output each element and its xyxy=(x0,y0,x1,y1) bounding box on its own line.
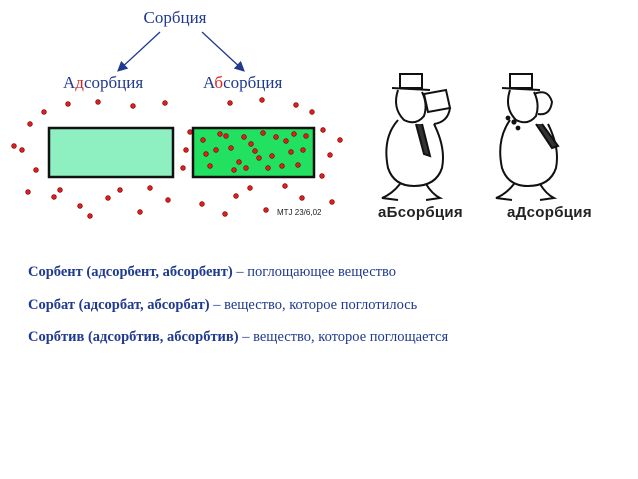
absorption-cartoon xyxy=(381,73,452,201)
particle xyxy=(87,213,93,219)
particle xyxy=(319,173,325,179)
particle xyxy=(165,197,171,203)
adsorption-cartoon xyxy=(495,73,560,201)
arrow-right xyxy=(201,31,245,72)
particle xyxy=(137,209,143,215)
definition-term: Сорбтив (адсорбтив, абсорбтив) xyxy=(28,329,239,345)
particle xyxy=(77,203,83,209)
particle xyxy=(299,195,305,201)
particle xyxy=(105,195,111,201)
particle xyxy=(183,147,189,153)
particle xyxy=(199,201,205,207)
surrounding-particles xyxy=(11,97,343,219)
particle xyxy=(291,131,297,137)
absorbed-particles xyxy=(200,130,309,173)
particle xyxy=(329,199,335,205)
particle xyxy=(25,189,31,195)
particle xyxy=(269,153,275,159)
particle xyxy=(260,130,266,136)
particle xyxy=(200,137,206,143)
particle xyxy=(228,145,234,151)
particle xyxy=(327,152,333,158)
particle xyxy=(147,185,153,191)
definition-term: Сорбент (адсорбент, абсорбент) xyxy=(28,264,233,280)
adsorbent-block xyxy=(47,126,175,179)
particle xyxy=(259,97,265,103)
sorption-diagram xyxy=(11,97,343,219)
absorption-caption: аБсорбция xyxy=(378,204,463,221)
figure-credit: MTJ 23/6,02 xyxy=(277,208,322,217)
arrow-left xyxy=(117,31,161,72)
particle xyxy=(117,187,123,193)
absorption-label: Абсорбция xyxy=(203,73,283,92)
particle xyxy=(320,127,326,133)
definition-sorbent: Сорбент (адсорбент, абсорбент) – поглоща… xyxy=(28,264,396,280)
particle xyxy=(19,147,25,153)
particle xyxy=(265,165,271,171)
particle xyxy=(337,137,343,143)
particle xyxy=(51,194,57,200)
definition-sorbtive: Сорбтив (адсорбтив, абсорбтив) – веществ… xyxy=(28,329,449,345)
particle xyxy=(41,109,47,115)
particle xyxy=(162,100,168,106)
particle xyxy=(223,133,229,139)
particle xyxy=(95,99,101,105)
particle xyxy=(241,134,247,140)
definition-term: Сорбат (адсорбат, абсорбат) xyxy=(28,297,210,313)
particle xyxy=(273,134,279,140)
particle xyxy=(222,211,228,217)
particle xyxy=(130,103,136,109)
particle xyxy=(233,193,239,199)
particle xyxy=(295,162,301,168)
particle xyxy=(288,149,294,155)
particle xyxy=(303,133,309,139)
particle xyxy=(180,165,186,171)
particle xyxy=(309,109,315,115)
particle xyxy=(11,143,17,149)
particle xyxy=(57,187,63,193)
particle xyxy=(256,155,262,161)
particle xyxy=(187,129,193,135)
particle xyxy=(300,147,306,153)
particle xyxy=(263,207,269,213)
particle xyxy=(282,183,288,189)
particle xyxy=(236,159,242,165)
particle xyxy=(243,165,249,171)
particle xyxy=(231,167,237,173)
particle xyxy=(279,163,285,169)
particle xyxy=(283,138,289,144)
particle xyxy=(65,101,71,107)
particle xyxy=(227,100,233,106)
particle xyxy=(203,151,209,157)
adsorption-caption: аДсорбция xyxy=(507,204,592,221)
particle xyxy=(213,147,219,153)
adsorption-label: Адсорбция xyxy=(63,73,144,92)
particle xyxy=(217,131,223,137)
particle xyxy=(252,148,258,154)
particle xyxy=(27,121,33,127)
particle xyxy=(207,163,213,169)
particle xyxy=(33,167,39,173)
particle xyxy=(248,141,254,147)
page-title: Сорбция xyxy=(143,8,207,27)
particle xyxy=(293,102,299,108)
definition-sorbate: Сорбат (адсорбат, абсорбат) – вещество, … xyxy=(28,297,418,313)
particle xyxy=(247,185,253,191)
